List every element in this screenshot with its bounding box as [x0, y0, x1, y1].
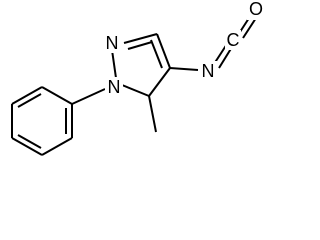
bond-c3-c4-double-inner — [150, 39, 163, 69]
bond-phenyl-1 — [41, 86, 73, 105]
bond-c4-nco — [169, 67, 199, 71]
label-bg-isocyanate-o — [247, 0, 266, 20]
bond-phenyl-double-b — [17, 134, 42, 149]
bond-c-o-isocyanate-double — [242, 17, 257, 39]
bond-c5-n1 — [121, 84, 150, 97]
bond-phenyl-2 — [11, 86, 43, 105]
bond-c5-methyl — [148, 95, 157, 133]
bond-n1-n2 — [111, 49, 117, 79]
bond-phenyl-double-a — [17, 93, 42, 108]
bond-n2-c3 — [123, 33, 158, 44]
atom-label-n2: N — [106, 33, 119, 53]
bond-c4-c5 — [148, 67, 171, 97]
chemical-structure-diagram: N N N C O — [11, 0, 266, 156]
atom-label-isocyanate-c: C — [227, 30, 240, 50]
label-bg-n2 — [103, 32, 121, 53]
label-bg-isocyanate-n — [199, 61, 217, 82]
bond-phenyl-5 — [41, 137, 73, 156]
bond-n-c-isocyanate-double — [218, 46, 233, 69]
atom-label-isocyanate-n: N — [202, 61, 215, 81]
atom-label-n1: N — [108, 77, 121, 97]
bond-c3-c4 — [156, 33, 171, 69]
bond-phenyl-4 — [11, 137, 43, 156]
label-bg-isocyanate-c — [225, 30, 241, 50]
bond-n-c-isocyanate — [213, 43, 228, 65]
atom-label-isocyanate-o: O — [249, 0, 263, 19]
bond-n2-c3-double-inner — [127, 41, 153, 50]
label-bg-n1 — [105, 77, 123, 98]
bond-n1-phenyl — [71, 88, 106, 105]
